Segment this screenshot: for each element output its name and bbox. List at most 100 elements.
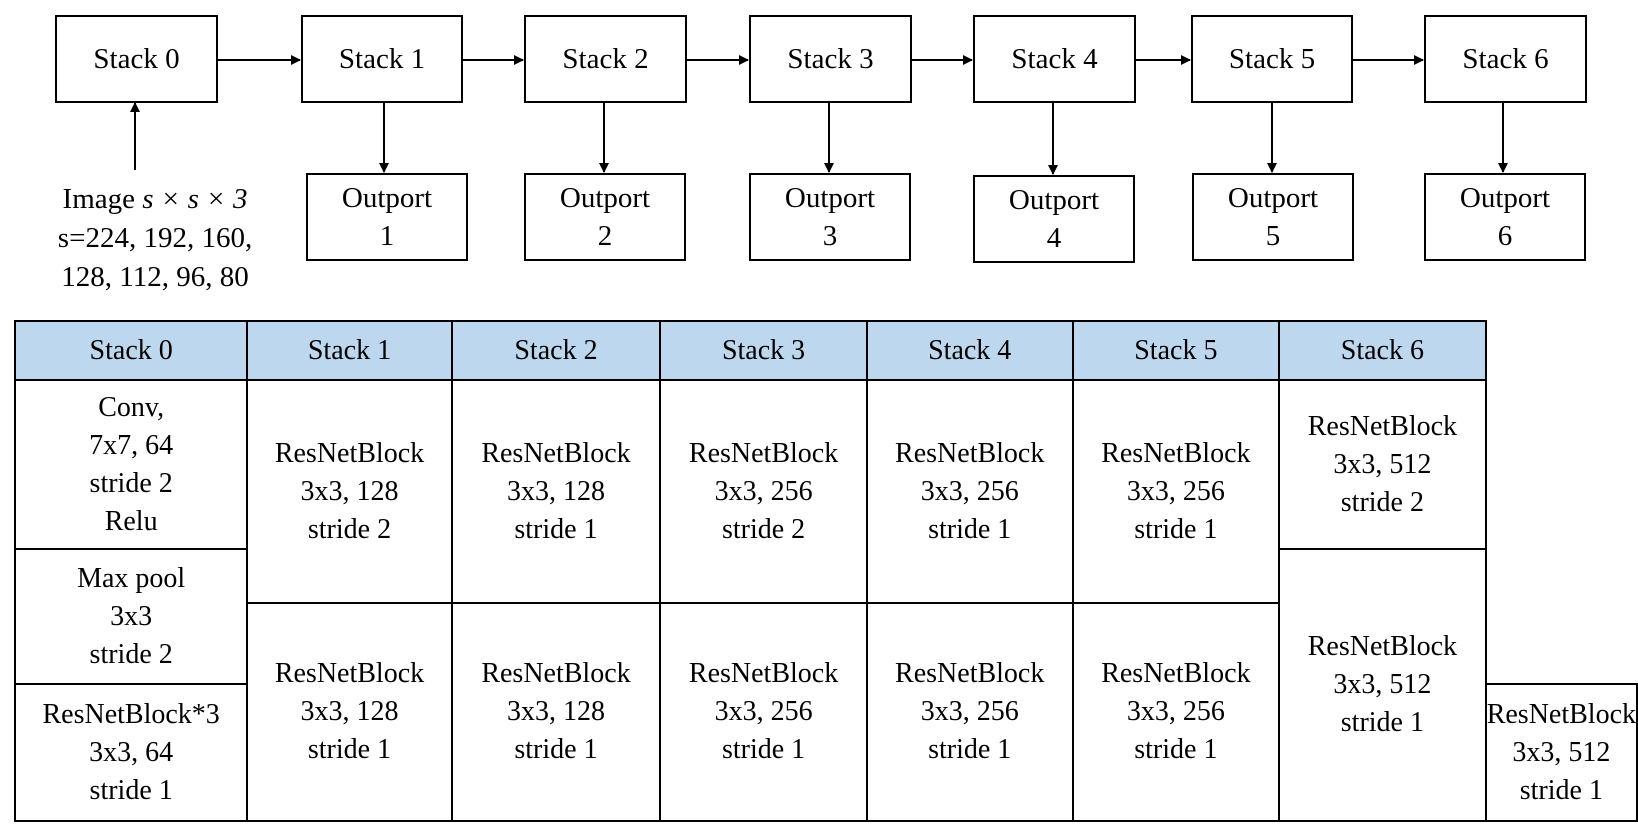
stack6-block1-cell: ResNetBlock 3x3, 512 stride 2: [1278, 379, 1487, 550]
cell-line: ResNetBlock: [1101, 658, 1251, 689]
cell-line: 3x3, 256: [920, 696, 1019, 727]
outport-5-label: Outport: [1227, 182, 1319, 214]
cell-line: stride 1: [1134, 734, 1218, 765]
cell-line: ResNetBlock: [895, 437, 1045, 469]
stack6-block3-cell: ResNetBlock 3x3, 512 stride 1: [1484, 683, 1638, 822]
header-stack-2: Stack 2: [450, 320, 662, 381]
cell-line: stride 1: [89, 774, 173, 806]
outport-5-number: 5: [1265, 220, 1281, 252]
cell-line: stride 1: [514, 734, 598, 765]
stack0-resblock-cell: ResNetBlock*3 3x3, 64 stride 1: [13, 683, 249, 822]
stack3-bottom-cell: ResNetBlock 3x3, 256 stride 1: [659, 602, 868, 822]
outport-2-label: Outport: [559, 182, 651, 214]
cell-line: ResNetBlock: [274, 658, 425, 689]
architecture-table: Stack 0 Stack 1 Stack 2 Stack 3 Stack 4 …: [13, 320, 1638, 822]
cell-line: 3x3, 512: [1333, 448, 1432, 480]
outport-4-number: 4: [1046, 222, 1062, 254]
cell-line: ResNetBlock: [1101, 437, 1251, 469]
outport-3-number: 3: [822, 220, 838, 252]
cell-line: 3x3, 128: [506, 696, 605, 727]
outport-6-box: Outport 6: [1424, 173, 1586, 261]
stack-3-box: Stack 3: [749, 15, 912, 103]
outport-3-box: Outport 3: [749, 173, 911, 261]
input-image-prefix: Image: [62, 183, 143, 215]
outport-4-box: Outport 4: [973, 175, 1135, 263]
outport-1-label: Outport: [341, 182, 433, 214]
cell-line: Relu: [104, 505, 158, 537]
input-image-line1: Image s × s × 3: [20, 180, 290, 219]
cell-line: stride 1: [928, 513, 1012, 545]
stack5-bottom-cell: ResNetBlock 3x3, 256 stride 1: [1071, 602, 1281, 822]
stack6-block2-cell: ResNetBlock 3x3, 512 stride 1: [1278, 548, 1487, 822]
stack1-top-cell: ResNetBlock 3x3, 128 stride 2: [246, 379, 453, 604]
input-sizes-line3: 128, 112, 96, 80: [61, 261, 249, 293]
cell-line: 3x3, 64: [89, 736, 174, 768]
header-stack-4: Stack 4: [865, 320, 1074, 381]
stack-4-box: Stack 4: [973, 15, 1136, 103]
header-stack-3: Stack 3: [659, 320, 868, 381]
input-image-label: Image s × s × 3 s=224, 192, 160, 128, 11…: [20, 180, 290, 297]
cell-line: 3x3, 128: [506, 475, 605, 507]
stack-0-box: Stack 0: [55, 15, 218, 103]
outport-1-number: 1: [379, 220, 395, 252]
cell-line: 3x3, 256: [920, 475, 1019, 507]
stack3-top-cell: ResNetBlock 3x3, 256 stride 2: [659, 379, 868, 604]
cell-line: stride 1: [928, 734, 1012, 765]
cell-line: stride 2: [307, 513, 392, 545]
header-stack-6: Stack 6: [1278, 320, 1487, 381]
stack-2-box: Stack 2: [524, 15, 687, 103]
table-row: Conv, 7x7, 64 stride 2 Relu ResNetBlock …: [13, 379, 1637, 604]
outport-6-label: Outport: [1459, 182, 1551, 214]
cell-line: ResNetBlock*3: [42, 698, 220, 730]
stack0-conv-cell: Conv, 7x7, 64 stride 2 Relu: [13, 379, 249, 550]
cell-line: stride 1: [721, 734, 806, 765]
cell-line: ResNetBlock: [1486, 698, 1636, 730]
header-stack-5: Stack 5: [1071, 320, 1281, 381]
stack1-bottom-cell: ResNetBlock 3x3, 128 stride 1: [246, 602, 453, 822]
input-image-size: s × s × 3: [142, 183, 248, 215]
cell-line: 3x3, 512: [1333, 669, 1432, 700]
cell-line: ResNetBlock: [481, 437, 631, 469]
cell-line: stride 1: [1340, 707, 1424, 738]
cell-line: 3x3, 512: [1512, 736, 1611, 768]
cell-line: stride 2: [1340, 486, 1424, 518]
cell-line: stride 2: [89, 467, 173, 499]
cell-line: ResNetBlock: [688, 658, 839, 689]
stack4-top-cell: ResNetBlock 3x3, 256 stride 1: [865, 379, 1074, 604]
cell-line: 3x3, 256: [1126, 475, 1225, 507]
cell-line: stride 1: [307, 734, 392, 765]
outport-6-number: 6: [1497, 220, 1513, 252]
outport-4-label: Outport: [1008, 184, 1100, 216]
cell-line: stride 1: [1134, 513, 1218, 545]
cell-line: stride 1: [1519, 774, 1603, 806]
cell-line: 7x7, 64: [89, 429, 174, 461]
table-row: ResNetBlock*3 3x3, 64 stride 1 ResNetBlo…: [13, 683, 1638, 822]
cell-line: ResNetBlock: [1307, 631, 1458, 662]
outport-2-number: 2: [597, 220, 613, 252]
cell-line: stride 1: [514, 513, 598, 545]
stack-1-box: Stack 1: [301, 15, 463, 103]
cell-line: ResNetBlock: [1307, 410, 1458, 442]
stack2-bottom-cell: ResNetBlock 3x3, 128 stride 1: [450, 602, 662, 822]
stack5-top-cell: ResNetBlock 3x3, 256 stride 1: [1071, 379, 1281, 604]
cell-line: ResNetBlock: [274, 437, 425, 469]
outport-2-box: Outport 2: [524, 173, 686, 261]
cell-line: 3x3, 256: [1126, 696, 1225, 727]
header-stack-1: Stack 1: [246, 320, 453, 381]
header-stack-0: Stack 0: [13, 320, 249, 381]
outport-3-label: Outport: [784, 182, 876, 214]
stack2-top-cell: ResNetBlock 3x3, 128 stride 1: [450, 379, 662, 604]
cell-line: 3x3, 128: [300, 696, 399, 727]
cell-line: stride 2: [721, 513, 806, 545]
table-row: Max pool 3x3 stride 2 ResNetBlock 3x3, 5…: [13, 548, 1637, 822]
cell-line: ResNetBlock: [688, 437, 839, 469]
cell-line: stride 2: [89, 638, 173, 670]
cell-line: 3x3, 128: [300, 475, 399, 507]
cell-line: 3x3, 256: [714, 475, 813, 507]
cell-line: 3x3, 256: [714, 696, 813, 727]
cell-line: 3x3: [110, 600, 153, 632]
stack0-maxpool-cell: Max pool 3x3 stride 2: [13, 548, 249, 685]
stack-5-box: Stack 5: [1191, 15, 1353, 103]
table-header-row: Stack 0 Stack 1 Stack 2 Stack 3 Stack 4 …: [13, 320, 1637, 381]
